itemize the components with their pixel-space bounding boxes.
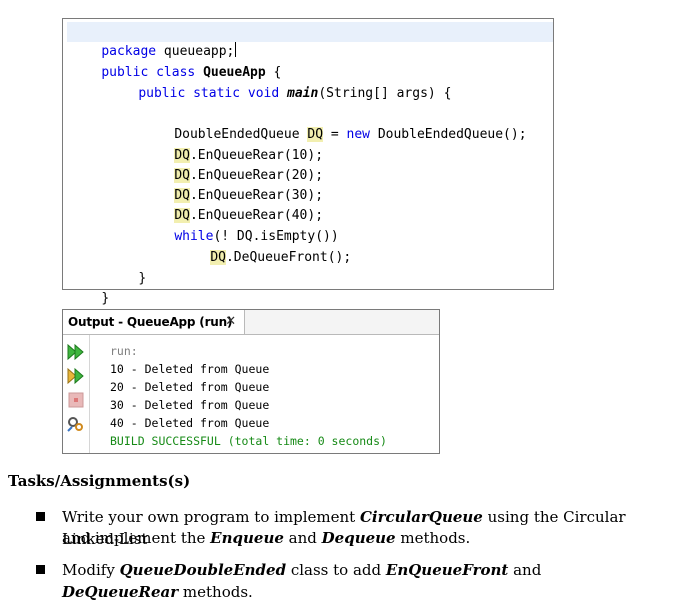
- class-name: QueueApp: [203, 65, 266, 80]
- code-text: queueapp;: [156, 44, 235, 59]
- code-text: .EnQueueRear(30);: [189, 188, 324, 203]
- output-line: 10 - Deleted from Queue: [110, 362, 270, 376]
- variable-highlight: DQ: [307, 127, 324, 142]
- variable-highlight: DQ: [174, 148, 190, 163]
- task-text: and: [283, 529, 322, 547]
- code-text: }: [101, 291, 110, 306]
- variable-highlight: DQ: [174, 208, 190, 223]
- code-line-class[interactable]: public class QueueApp {: [70, 43, 281, 80]
- task-text: Modify: [62, 561, 120, 579]
- keyword: public static void: [138, 86, 280, 101]
- code-line-dequeue[interactable]: DQ.DeQueueFront();: [179, 228, 351, 265]
- code-text: {: [265, 65, 282, 80]
- task-text-line: Write your own program to implement Circ…: [62, 506, 656, 550]
- code-text: DoubleEndedQueue: [174, 127, 308, 142]
- code-line-close-brace[interactable]: }: [70, 269, 109, 306]
- code-text: (! DQ.isEmpty()): [213, 229, 339, 244]
- tab-label: Output - QueueApp (run): [68, 315, 233, 329]
- stop-icon[interactable]: [66, 391, 86, 409]
- code-text: .EnQueueRear(40);: [189, 208, 324, 223]
- keyword: new: [346, 127, 370, 142]
- variable-highlight: DQ: [174, 168, 190, 183]
- code-line-enqueue[interactable]: DQ.EnQueueRear(30);: [143, 166, 323, 203]
- code-text: (String[] args) {: [318, 86, 452, 101]
- task-text: methods.: [178, 583, 253, 601]
- rerun-icon[interactable]: [66, 343, 86, 361]
- build-status: BUILD SUCCESSFUL (total time: 0 seconds): [110, 434, 387, 448]
- keyword: package: [101, 44, 157, 59]
- task-text: and: [508, 561, 542, 579]
- bullet-icon: [36, 512, 45, 521]
- output-line: 20 - Deleted from Queue: [110, 380, 270, 394]
- text-caret: [235, 42, 237, 57]
- code-line-main[interactable]: public static void main(String[] args) {: [107, 64, 451, 101]
- code-text: DoubleEndedQueue();: [370, 127, 527, 142]
- code-text: =: [323, 127, 347, 142]
- code-line-close-brace[interactable]: }: [107, 249, 146, 286]
- code-text: }: [138, 271, 147, 286]
- bullet-icon: [36, 565, 45, 574]
- emphasis: EnQueueFront: [385, 561, 509, 579]
- method-name: main: [287, 86, 319, 101]
- code-line-while[interactable]: while(! DQ.isEmpty()): [143, 207, 338, 244]
- code-text: .EnQueueRear(10);: [189, 148, 324, 163]
- task-text: using the Circular Linked-List: [62, 508, 626, 548]
- task-text: class to add: [286, 561, 386, 579]
- output-tab-bar: Output - QueueApp (run) ✕: [63, 310, 439, 335]
- code-line-package[interactable]: package queueapp;: [67, 22, 553, 59]
- output-window: Output - QueueApp (run) ✕: [62, 309, 440, 454]
- code-line-enqueue[interactable]: DQ.EnQueueRear(40);: [143, 186, 323, 223]
- tab-output-queueapp[interactable]: Output - QueueApp (run) ✕: [63, 310, 245, 334]
- code-line-enqueue[interactable]: DQ.EnQueueRear(20);: [143, 146, 323, 183]
- task-text: Write your own program to implement: [62, 508, 360, 526]
- keyword: while: [174, 229, 214, 244]
- output-line: run:: [110, 344, 138, 358]
- keyword: public class: [101, 65, 196, 80]
- emphasis: DeQueueRear: [62, 583, 179, 601]
- code-text: .DeQueueFront();: [225, 250, 352, 265]
- code-text: .EnQueueRear(20);: [189, 168, 324, 183]
- emphasis: Dequeue: [321, 529, 396, 547]
- emphasis: CircularQueue: [359, 508, 483, 526]
- task-item: Modify QueueDoubleEnded class to add EnQ…: [36, 559, 656, 601]
- variable-highlight: DQ: [210, 250, 226, 265]
- task-item: Write your own program to implement Circ…: [36, 506, 656, 550]
- output-toolbar: [63, 335, 90, 453]
- emphasis: Enqueue: [210, 529, 284, 547]
- settings-icon[interactable]: [66, 415, 86, 433]
- task-text: methods.: [395, 529, 471, 547]
- code-line-enqueue[interactable]: DQ.EnQueueRear(10);: [143, 126, 323, 163]
- rerun-with-icon[interactable]: [66, 367, 86, 385]
- close-icon[interactable]: ✕: [225, 314, 236, 329]
- code-line-declare[interactable]: DoubleEndedQueue DQ = new DoubleEndedQue…: [143, 105, 527, 142]
- output-line: 30 - Deleted from Queue: [110, 398, 270, 412]
- variable-highlight: DQ: [174, 188, 190, 203]
- emphasis: QueueDoubleEnded: [119, 561, 287, 579]
- output-line: 40 - Deleted from Queue: [110, 416, 270, 430]
- task-text-line: and implement the Enqueue and Dequeue me…: [62, 527, 470, 549]
- editor-gutter: [63, 19, 68, 289]
- task-text-line: Modify QueueDoubleEnded class to add EnQ…: [62, 559, 656, 603]
- tasks-heading: Tasks/Assignments(s): [8, 472, 191, 490]
- task-text: and implement the: [62, 529, 211, 547]
- code-editor[interactable]: package queueapp; public class QueueApp …: [62, 18, 554, 306]
